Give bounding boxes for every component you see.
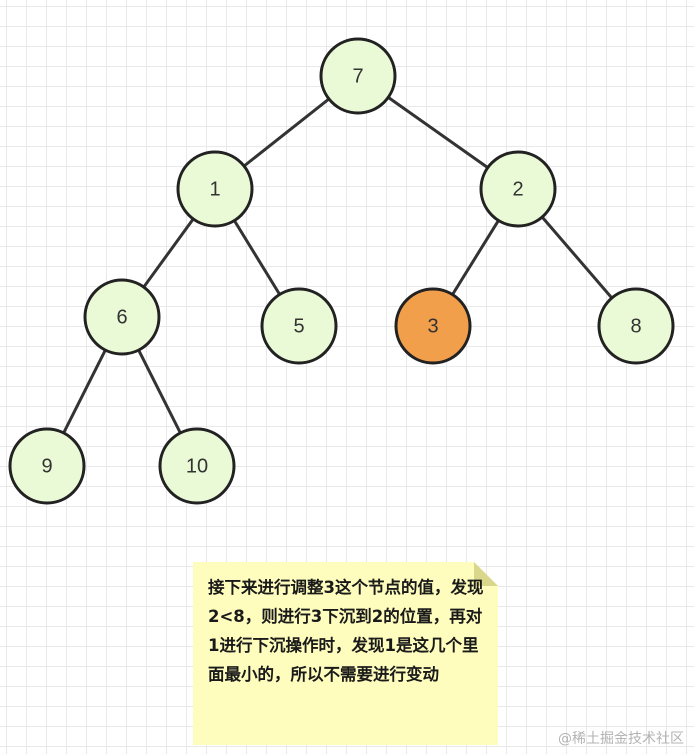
node-label: 7 xyxy=(352,65,363,87)
node-circle xyxy=(158,427,236,505)
tree-node-10: 10 xyxy=(158,427,236,505)
tree-edges xyxy=(45,74,638,467)
tree-node-3-highlighted: 3 xyxy=(394,287,472,365)
tree-nodes: 7 1 2 6 5 3 8 9 10 xyxy=(8,37,675,505)
node-label: 3 xyxy=(427,315,438,337)
node-circle xyxy=(176,150,254,228)
tree-node-1: 1 xyxy=(176,150,254,228)
tree-node-7: 7 xyxy=(319,37,397,115)
node-label: 8 xyxy=(630,315,641,337)
node-circle xyxy=(83,278,161,356)
sticky-note: 接下来进行调整3这个节点的值，发现2<8，则进行3下沉到2的位置，再对1进行下沉… xyxy=(193,562,498,745)
tree-node-2: 2 xyxy=(479,150,557,228)
tree-node-5: 5 xyxy=(260,287,338,365)
node-circle xyxy=(8,427,86,505)
node-label: 10 xyxy=(186,455,208,477)
node-label: 5 xyxy=(293,315,304,337)
node-label: 6 xyxy=(116,306,127,328)
node-circle xyxy=(394,287,472,365)
node-circle xyxy=(597,287,675,365)
node-label: 9 xyxy=(41,455,52,477)
node-circle xyxy=(319,37,397,115)
node-circle xyxy=(260,287,338,365)
tree-node-6: 6 xyxy=(83,278,161,356)
note-text: 接下来进行调整3这个节点的值，发现2<8，则进行3下沉到2的位置，再对1进行下沉… xyxy=(208,578,484,684)
tree-node-9: 9 xyxy=(8,427,86,505)
watermark: @稀土掘金技术社区 xyxy=(558,731,684,747)
tree-node-8: 8 xyxy=(597,287,675,365)
node-circle xyxy=(479,150,557,228)
node-label: 2 xyxy=(512,178,523,200)
node-label: 1 xyxy=(209,178,220,200)
